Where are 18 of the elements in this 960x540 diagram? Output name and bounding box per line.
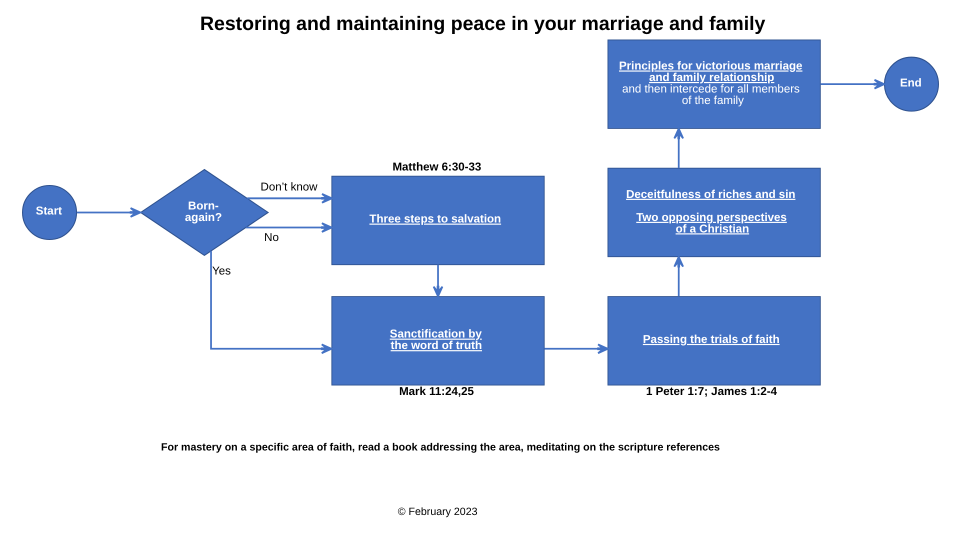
arrow (672, 256, 684, 296)
diagram-title: Restoring and maintaining peace in your marriage and family (199, 12, 765, 35)
label: © February 2023 (397, 506, 478, 518)
node-circle: Start (22, 184, 77, 240)
edge-label: Yes (212, 265, 230, 278)
node-label: Matthew 6:30-33 (392, 161, 481, 174)
arrow (245, 222, 332, 233)
arrow (246, 193, 332, 204)
arrow (432, 264, 443, 298)
arrow (672, 128, 684, 168)
label: For mastery on a specific area of faith, read a book addressing the area, meditating on the scripture references (160, 442, 720, 454)
node-label: 1 Peter 1:7; James 1:2-4 (645, 386, 777, 398)
node-label: Mark 11:24,25 (398, 386, 474, 398)
arrow (820, 78, 885, 90)
arrow (76, 207, 141, 218)
arrow (544, 344, 608, 354)
arrow (210, 251, 332, 354)
node-circle: End (883, 56, 938, 112)
